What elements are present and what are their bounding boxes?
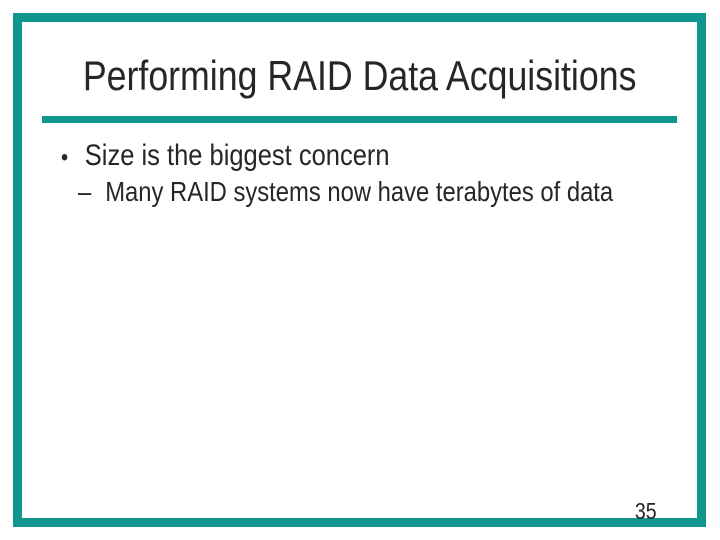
dash-marker: –: [78, 176, 92, 207]
bullet-item-level2: –Many RAID systems now have terabytes of…: [78, 178, 708, 206]
slide-border-frame: [13, 13, 706, 527]
page-number-text: 35: [635, 498, 657, 524]
page-title: Performing RAID Data Acquisitions: [0, 55, 720, 97]
bullet-item-level1: • Size is the biggest concern: [61, 141, 448, 171]
page-title-text: Performing RAID Data Acquisitions: [83, 52, 637, 99]
bullet-text: Size is the biggest concern: [84, 139, 390, 172]
page-number: 35: [631, 500, 657, 523]
title-divider-rule: [42, 116, 677, 123]
bullet-marker: •: [61, 144, 69, 171]
bullet-text: Many RAID systems now have terabytes of …: [105, 176, 614, 207]
